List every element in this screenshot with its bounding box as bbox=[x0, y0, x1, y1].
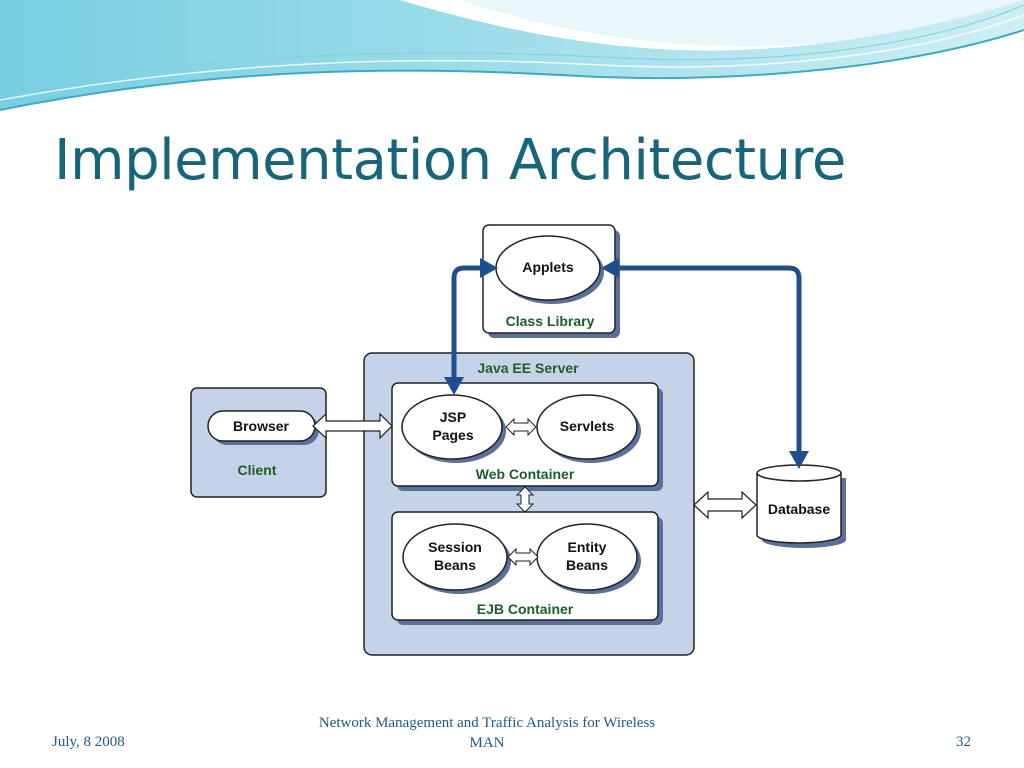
ejb-container-label: EJB Container bbox=[477, 601, 574, 617]
jsp-applets-connector bbox=[451, 265, 490, 390]
browser-node: Browser bbox=[207, 410, 319, 445]
browser-label: Browser bbox=[233, 418, 290, 434]
database-label: Database bbox=[768, 501, 830, 517]
client-label: Client bbox=[238, 462, 277, 478]
page-number: 32 bbox=[956, 734, 971, 750]
web-container-label: Web Container bbox=[476, 466, 575, 482]
jsp-applets-arrowhead-bottom bbox=[444, 377, 464, 395]
class-library-label: Class Library bbox=[506, 313, 595, 329]
java-ee-server-label: Java EE Server bbox=[477, 360, 579, 376]
applets-database-connector bbox=[610, 265, 802, 460]
session-entity-arrow bbox=[507, 547, 539, 567]
applets-node: Applets bbox=[495, 235, 604, 304]
servlets-node: Servlets bbox=[536, 394, 641, 463]
slide-title: Implementation Architecture bbox=[54, 128, 846, 193]
footer-title: Network Management and Traffic Analysis … bbox=[318, 715, 656, 751]
database-node: Database bbox=[756, 464, 846, 548]
web-ejb-arrow bbox=[515, 486, 535, 513]
browser-web-arrow bbox=[312, 412, 393, 440]
jsp-applets-arrowhead-top bbox=[480, 258, 498, 278]
servlets-label: Servlets bbox=[560, 418, 615, 434]
applets-database-arrowhead-left bbox=[601, 258, 619, 278]
footer-date: July, 8 2008 bbox=[52, 734, 125, 750]
applets-label: Applets bbox=[522, 259, 574, 275]
jsp-servlets-arrow bbox=[505, 417, 537, 437]
applets-database-arrowhead-bottom bbox=[789, 451, 809, 469]
server-database-arrow bbox=[693, 490, 757, 520]
